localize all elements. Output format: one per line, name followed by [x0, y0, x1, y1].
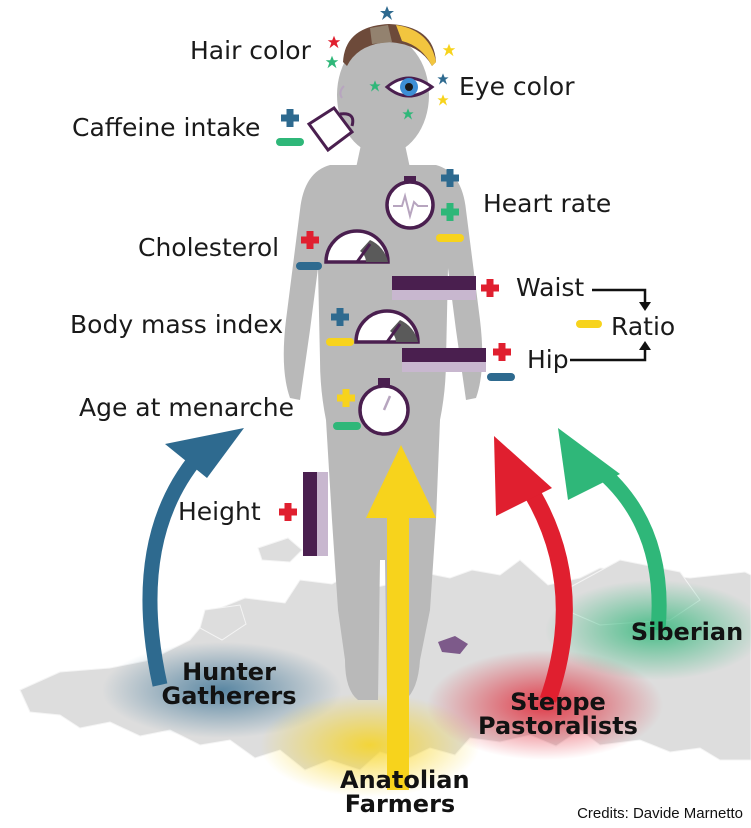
siberian-label: Siberian: [628, 620, 746, 644]
heart-rate-markers: [436, 169, 464, 242]
population-glows: [102, 580, 751, 797]
steppe-pastoralists-line-2: Pastoralists: [478, 712, 638, 740]
cholesterol-label: Cholesterol: [138, 233, 280, 262]
hip-label: Hip: [527, 345, 569, 374]
hunter-gatherers-line-2: Gatherers: [161, 682, 297, 710]
hunter-gatherers-label: Hunter Gatherers: [160, 660, 298, 708]
anatolian-farmers-label: Anatolian Farmers: [340, 766, 470, 818]
height-marker: [279, 503, 297, 521]
waist-markers: [481, 279, 499, 297]
waist-ruler-icon: [392, 276, 476, 300]
age-at-menarche-label: Age at menarche: [79, 393, 294, 422]
waist-label: Waist: [516, 273, 585, 302]
ratio-marker: [576, 320, 602, 328]
anatolian-farmers-line-2: Farmers: [344, 790, 456, 818]
hip-ruler-icon: [402, 348, 486, 372]
steppe-pastoralists-label: Steppe Pastoralists: [478, 690, 638, 738]
caffeine-markers: [276, 109, 304, 146]
cholesterol-markers: [296, 231, 322, 270]
hip-markers: [487, 343, 515, 381]
hair-icon: [343, 24, 436, 66]
height-ruler-icon: [303, 472, 328, 556]
heart-rate-label: Heart rate: [483, 189, 612, 218]
caffeine-intake-label: Caffeine intake: [72, 113, 261, 142]
hunter-gatherers-line-1: Hunter: [182, 658, 276, 686]
height-label: Height: [178, 497, 261, 526]
ratio-arrowheads: [639, 302, 651, 350]
steppe-pastoralists-line-1: Steppe: [510, 688, 606, 716]
menarche-markers: [333, 389, 361, 430]
ratio-connectors: [570, 288, 647, 362]
eye-color-label: Eye color: [459, 72, 575, 101]
eye-icon: [369, 73, 449, 120]
menarche-stopwatch-icon: [358, 378, 410, 436]
bmi-gauge-icon: [354, 309, 420, 344]
bmi-markers: [326, 308, 354, 346]
cholesterol-gauge-icon: [324, 229, 390, 264]
siberian-line-1: Siberian: [630, 618, 744, 646]
anatolian-farmers-line-1: Anatolian: [340, 766, 470, 794]
credits-text: Credits: Davide Marnetto: [577, 805, 743, 822]
coffee-mug-icon: [306, 85, 355, 153]
ratio-label: Ratio: [611, 312, 676, 341]
steppe-pastoralists-arrow: [494, 436, 573, 703]
siberian-arrow: [558, 428, 667, 631]
heart-rate-stopwatch-icon: [385, 176, 435, 230]
hunter-gatherers-arrow: [142, 428, 244, 687]
small-region-highlight: [438, 636, 468, 654]
hair-color-label: Hair color: [190, 36, 311, 65]
body-mass-index-label: Body mass index: [70, 310, 284, 339]
anatolian-farmers-arrow: [366, 445, 436, 790]
